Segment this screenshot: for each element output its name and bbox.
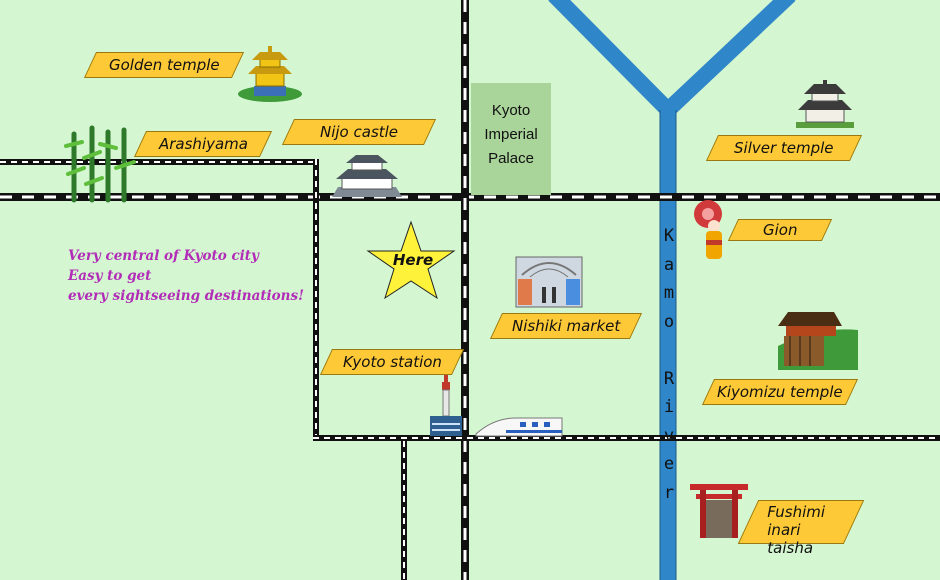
- bamboo-icon: [64, 125, 136, 203]
- star-icon: [366, 220, 456, 300]
- kyoto-imperial-palace[interactable]: Kyoto Imperial Palace: [471, 83, 551, 195]
- nishiki-market-label: Nishiki market: [511, 317, 621, 335]
- intro-text: Very central of Kyoto city Easy to get e…: [68, 246, 304, 306]
- fushimi-inari-label: Fushimi inari taisha: [767, 503, 826, 557]
- intro-line-2: Easy to get: [68, 268, 152, 284]
- torii-gate-icon: [690, 484, 748, 538]
- silver-temple-label: Silver temple: [734, 139, 834, 157]
- golden-pavilion-icon: [238, 46, 302, 102]
- label-nishiki-market[interactable]: Nishiki market: [489, 313, 643, 339]
- label-arashiyama[interactable]: Arashiyama: [133, 131, 273, 157]
- golden-temple-label: Golden temple: [108, 56, 220, 74]
- label-kyoto-station[interactable]: Kyoto station: [319, 349, 465, 375]
- label-golden-temple[interactable]: Golden temple: [83, 52, 245, 78]
- arashiyama-label: Arashiyama: [158, 135, 248, 153]
- label-gion[interactable]: Gion: [727, 219, 833, 241]
- gion-label: Gion: [762, 221, 798, 239]
- silver-pavilion-icon: [796, 80, 854, 128]
- kiyomizu-temple-label: Kiyomizu temple: [717, 383, 843, 401]
- kiyomizu-temple-icon: [778, 312, 858, 370]
- market-arcade-icon: [515, 256, 583, 308]
- label-silver-temple[interactable]: Silver temple: [705, 135, 863, 161]
- kamo-river: [548, 0, 796, 580]
- label-nijo-castle[interactable]: Nijo castle: [281, 119, 437, 145]
- here-label[interactable]: Here: [392, 251, 434, 269]
- kamo-river-label: K a m o R i v e r: [663, 226, 675, 503]
- label-fushimi-inari[interactable]: Fushimi inari taisha: [737, 500, 865, 557]
- intro-line-1: Very central of Kyoto city: [68, 248, 259, 264]
- kyoto-tower-icon: [430, 372, 462, 436]
- shinkansen-icon: [475, 417, 563, 437]
- castle-icon: [332, 155, 402, 197]
- intro-line-3: every sightseeing destinations!: [68, 288, 305, 304]
- nijo-castle-label: Nijo castle: [319, 123, 399, 141]
- kyoto-station-label: Kyoto station: [342, 353, 442, 371]
- imperial-palace-label: Kyoto Imperial Palace: [484, 102, 538, 167]
- label-kiyomizu-temple[interactable]: Kiyomizu temple: [701, 379, 859, 405]
- geisha-icon: [694, 200, 722, 259]
